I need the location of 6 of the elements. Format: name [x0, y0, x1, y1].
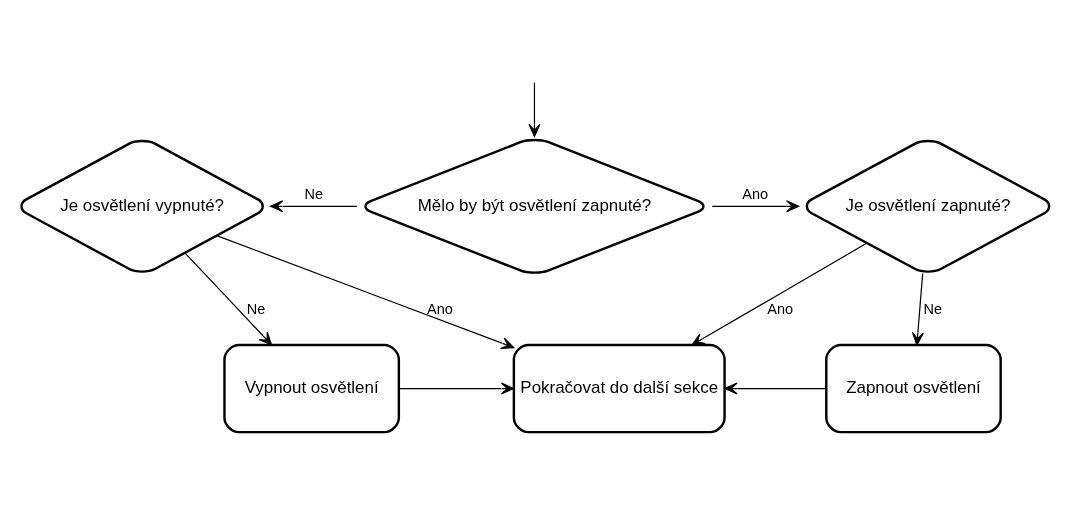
edge-label: Ne: [246, 301, 266, 318]
edge-label: Ne: [923, 301, 943, 318]
edge-label: Ano: [427, 301, 453, 318]
edge-label: Ne: [304, 185, 324, 202]
edge-label: Ano: [742, 185, 769, 202]
edge-label: Ano: [767, 301, 794, 318]
